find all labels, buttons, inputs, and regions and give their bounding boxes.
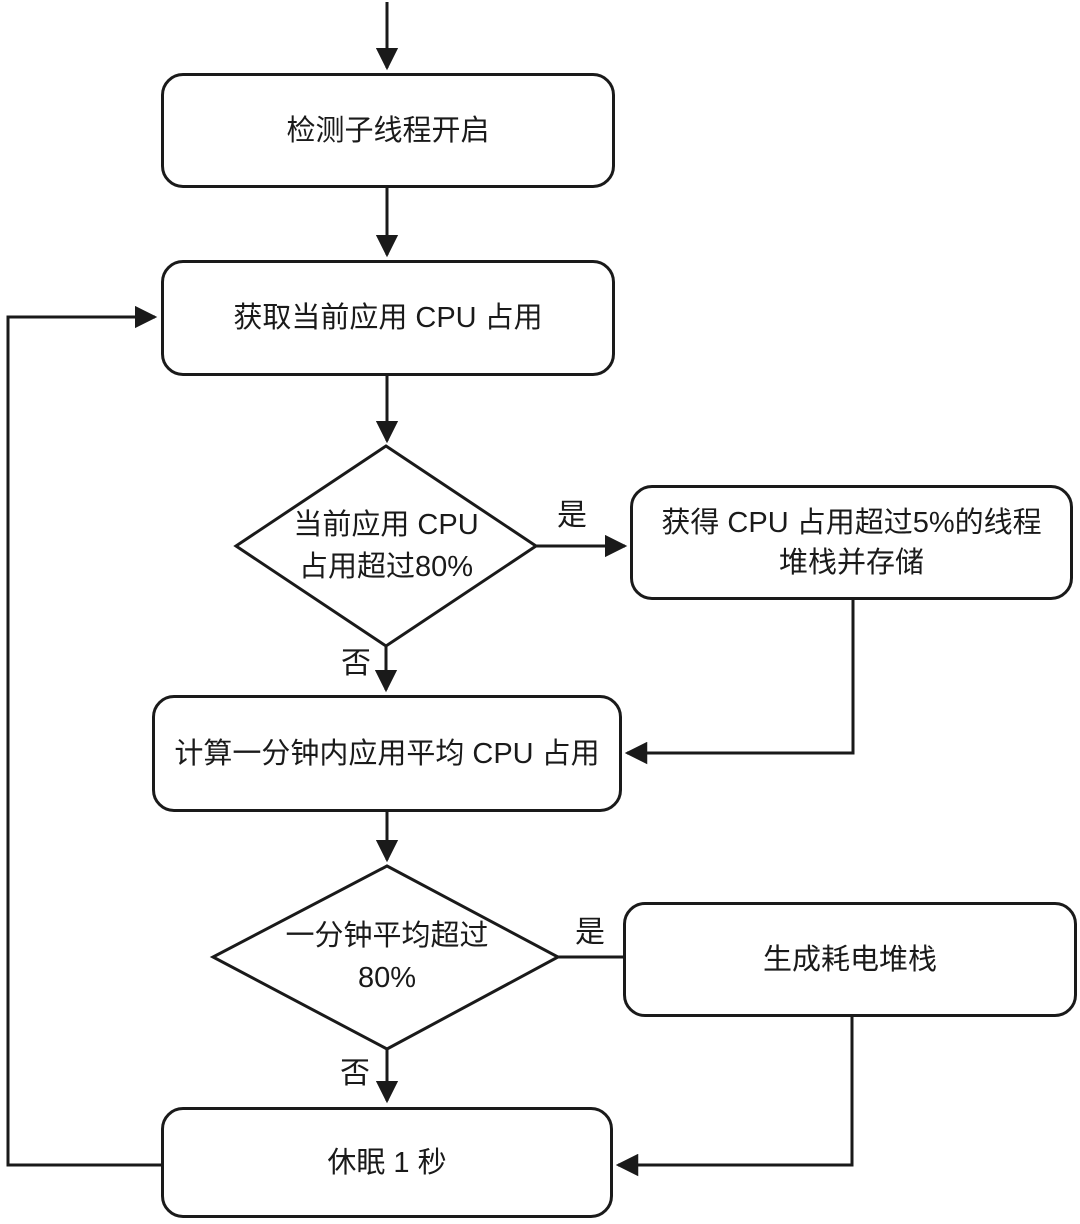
decision-avg-over-80-line2: 80% <box>357 962 417 994</box>
node-generate-power-stack: 生成耗电堆栈 <box>623 902 1077 1017</box>
node-store-thread-stacks-line2: 堆栈并存储 <box>778 546 924 579</box>
decision-avg-over-80-shape <box>209 864 562 1051</box>
node-detect-thread: 检测子线程开启 <box>161 73 615 188</box>
node-get-cpu-usage: 获取当前应用 CPU 占用 <box>161 260 615 376</box>
edge-label-no-2: 否 <box>340 1057 370 1090</box>
node-calc-avg-cpu: 计算一分钟内应用平均 CPU 占用 <box>152 695 622 812</box>
edge-storethreads-to-calcavg-arrow <box>624 600 855 765</box>
edge-genstack-to-sleep-arrow <box>615 1017 854 1177</box>
decision-cpu-over-80-label: 当前应用 CPU 占用超过80% <box>293 504 478 588</box>
node-sleep-1s: 休眠 1 秒 <box>161 1107 613 1218</box>
node-get-cpu-usage-label: 获取当前应用 CPU 占用 <box>233 302 543 334</box>
node-store-thread-stacks: 获得 CPU 占用超过5%的线程 堆栈并存储 <box>630 485 1073 600</box>
decision-avg-over-80-label: 一分钟平均超过 80% <box>285 915 488 999</box>
decision-cpu-over-80-shape <box>233 444 539 648</box>
decision-cpu-over-80-line1: 当前应用 CPU <box>293 509 479 541</box>
edge-sleep-loop-to-getcpu-arrow <box>6 305 161 1167</box>
node-sleep-1s-label: 休眠 1 秒 <box>327 1146 447 1179</box>
node-store-thread-stacks-line1: 获得 CPU 占用超过5%的线程 <box>661 506 1042 539</box>
edge-label-no-1: 否 <box>341 647 371 680</box>
node-detect-thread-label: 检测子线程开启 <box>286 114 490 147</box>
node-calc-avg-cpu-label: 计算一分钟内应用平均 CPU 占用 <box>174 737 600 770</box>
node-generate-power-stack-label: 生成耗电堆栈 <box>762 943 937 976</box>
decision-cpu-over-80-line2: 占用超过80% <box>298 551 474 583</box>
decision-avg-over-80-line1: 一分钟平均超过 <box>285 920 489 952</box>
edge-label-yes-1: 是 <box>557 499 587 532</box>
edge-label-yes-2: 是 <box>575 916 605 949</box>
